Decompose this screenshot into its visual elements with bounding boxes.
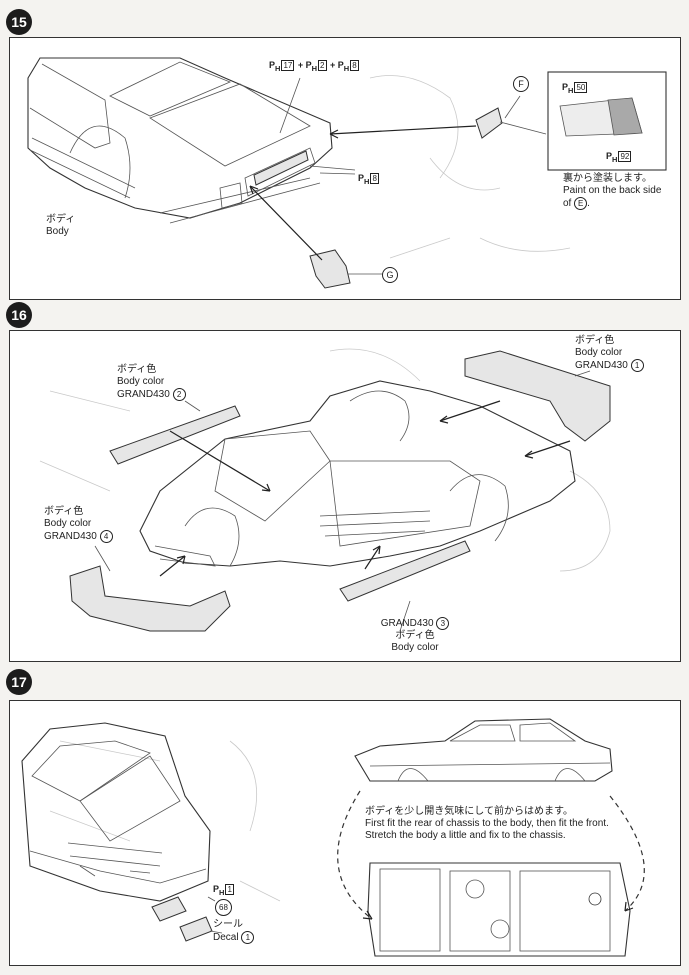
color-3-en: Body color [391,642,439,653]
decal-jp: シール [213,919,243,930]
decal-en: Decal [213,932,239,943]
color-4-jp: ボディ色 [44,506,84,517]
part-e-marker: E [574,197,588,210]
ref-box: 1 [225,884,234,895]
part-g-letter: G [386,270,394,280]
ref-prefix: P [562,82,569,92]
color-label-4: ボディ色 Body color GRAND430 4 [44,506,113,543]
ref-box: 8 [350,60,359,71]
color-2-code: GRAND430 [117,389,170,400]
step-15-body-label: ボディ Body [46,214,75,238]
instruction-jp: ボディを少し開き気味にして前からはめます。 [365,806,573,817]
color-4-code-row: GRAND430 4 [44,530,113,543]
color-label-2: ボディ色 Body color GRAND430 2 [117,364,186,401]
step-17-badge: 17 [6,669,32,695]
step-15-illustration [27,57,667,289]
color-3-code: GRAND430 [380,618,434,629]
ref-prefix: P [305,60,312,70]
step-16-panel: ボディ色 Body color GRAND430 1 ボディ色 Body col… [9,330,681,662]
instruction-en-1: First fit the rear of chassis to the bod… [365,818,609,829]
ref-sub: H [364,176,370,186]
decal-label: シール Decal 1 [213,919,255,944]
step-16-illustration [39,348,611,632]
part-f-letter: F [518,79,524,89]
ref-sub: H [343,63,350,73]
ref-box: 17 [281,60,295,71]
step-17-illustration [21,718,645,957]
ref-prefix: P [337,60,344,70]
color-3-code-row: GRAND430 3 [360,617,470,630]
step-16-badge: 16 [6,302,32,328]
decal-number: 1 [241,931,255,944]
note-en-2-suffix: . [587,198,590,209]
color-1-code-row: GRAND430 1 [575,359,644,372]
note-en-2-prefix: of [563,198,572,209]
step-16-number: 16 [11,307,27,323]
color-1-code: GRAND430 [575,360,628,371]
step-17-number: 17 [11,674,27,690]
color-1-number: 1 [630,359,644,372]
ref-sub: H [275,63,281,73]
color-3-jp: ボディ色 [395,630,435,641]
part-g-marker: G [382,267,398,283]
part-f-marker: F [513,76,529,92]
step-15-number: 15 [11,14,27,30]
ref-68-number: 68 [219,903,228,912]
fitting-instruction: ボディを少し開き気味にして前からはめます。 First fit the rear… [365,806,665,842]
ref-prefix: P [213,884,220,894]
instruction-en-2: Stretch the body a little and fix to the… [365,830,566,841]
back-side-note: 裏から塗装します。 Paint on the back side of E. [563,173,661,210]
color-1-en: Body color [575,347,623,358]
ref-prefix: P [606,151,613,161]
decal-en-row: Decal 1 [213,931,255,944]
color-1-jp: ボディ色 [575,335,615,346]
ref-box: 92 [618,151,632,162]
step-15-badge: 15 [6,9,32,35]
color-4-number: 4 [99,530,113,543]
ref-sub: H [612,154,618,164]
ref-box: 2 [318,60,327,71]
color-3-number: 3 [436,617,450,630]
note-en-1: Paint on the back side [563,185,662,196]
ref-sub: H [219,887,225,897]
ref-box: 50 [574,82,588,93]
body-label-en: Body [46,226,69,237]
ref-box: 8 [370,173,379,184]
note-en-2: of E. [563,197,661,210]
ref-sub: H [568,85,574,95]
color-label-1: ボディ色 Body color GRAND430 1 [575,335,644,372]
color-label-3: GRAND430 3 ボディ色 Body color [360,617,470,654]
color-2-jp: ボディ色 [117,364,157,375]
color-2-number: 2 [172,388,186,401]
ref-prefix: P [269,60,276,70]
ref-prefix: P [358,173,365,183]
ref-68-marker: 68 [215,899,232,916]
color-2-code-row: GRAND430 2 [117,388,186,401]
body-label-jp: ボディ [46,214,76,225]
color-2-en: Body color [117,376,165,387]
note-jp: 裏から塗装します。 [563,173,652,184]
color-4-code: GRAND430 [44,531,97,542]
ref-sub: H [311,63,318,73]
color-4-en: Body color [44,518,92,529]
